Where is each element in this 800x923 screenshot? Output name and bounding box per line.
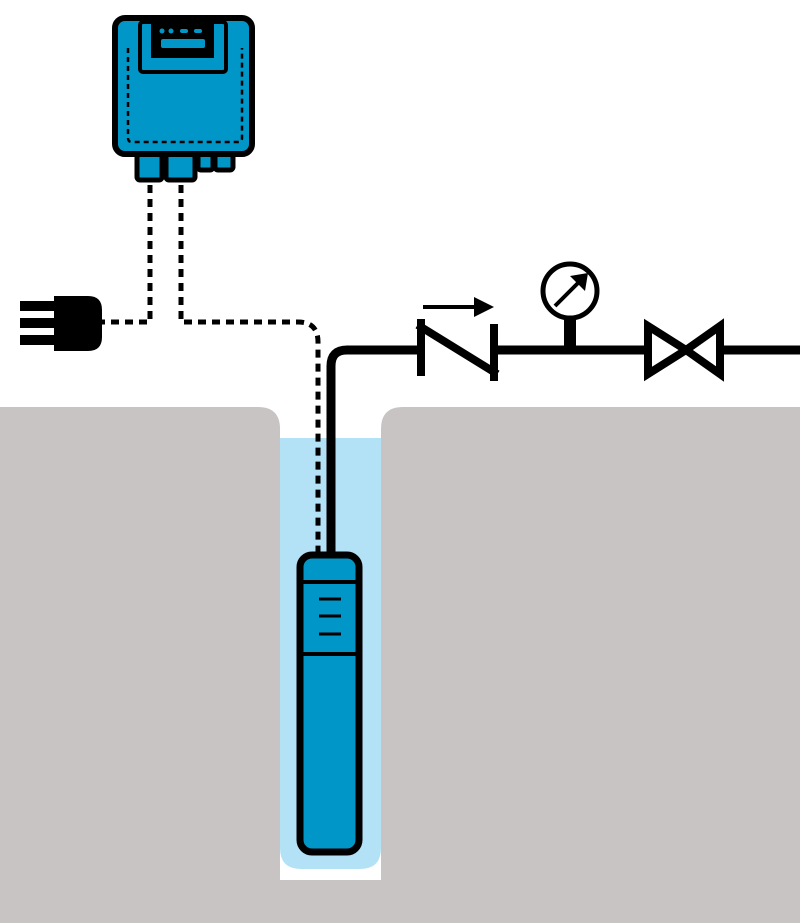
ground-bottom bbox=[0, 880, 800, 923]
check-valve-icon bbox=[415, 319, 500, 381]
riser-pipe bbox=[326, 345, 420, 560]
power-cable bbox=[100, 185, 321, 555]
pump-body bbox=[296, 551, 363, 856]
pressure-gauge-icon bbox=[540, 261, 600, 352]
gate-valve-icon bbox=[644, 318, 724, 382]
ground-right bbox=[381, 407, 800, 923]
cable-to-pump bbox=[178, 185, 321, 555]
controller-box-icon bbox=[112, 15, 255, 183]
ground bbox=[0, 407, 800, 923]
controller-inner-frame bbox=[126, 48, 244, 144]
arrow-right-icon bbox=[423, 297, 494, 317]
cable-to-plug bbox=[100, 185, 153, 325]
ground-left bbox=[0, 407, 280, 923]
power-plug-icon bbox=[20, 296, 102, 351]
submersible-pump-icon bbox=[296, 551, 363, 856]
